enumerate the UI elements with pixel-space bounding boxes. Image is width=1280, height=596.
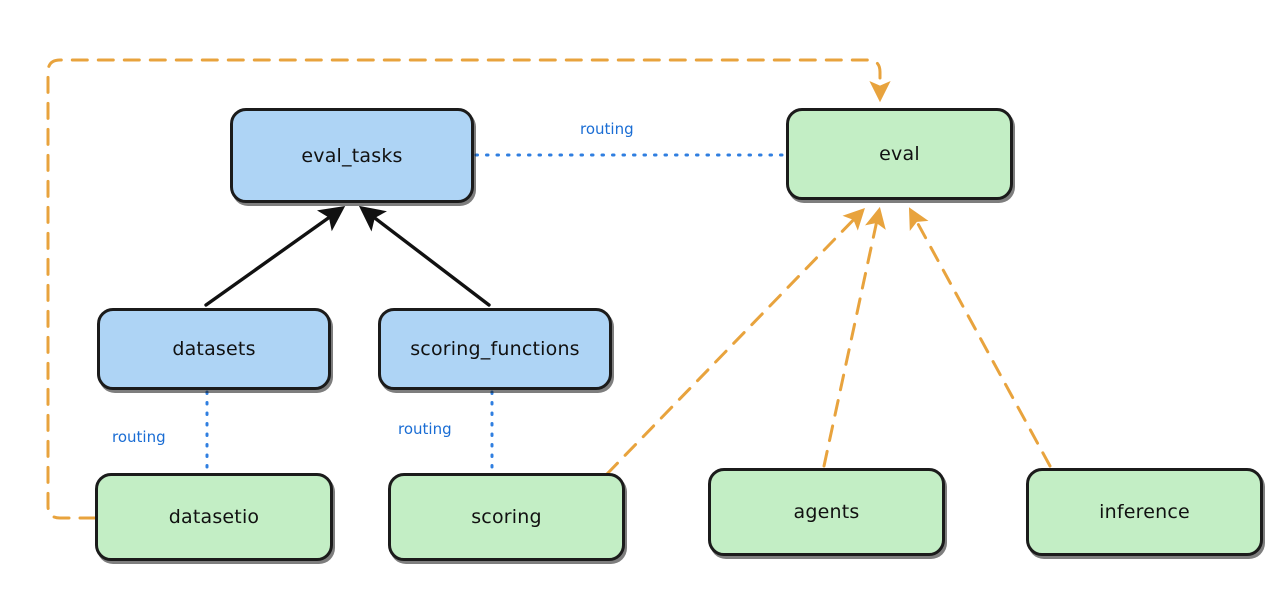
- edge-agents-eval: [822, 206, 886, 468]
- node-scoring[interactable]: scoring: [388, 473, 625, 561]
- node-inference[interactable]: inference: [1026, 468, 1263, 556]
- node-eval[interactable]: eval: [786, 108, 1013, 200]
- node-label: datasets: [172, 338, 256, 360]
- edge-label-routing-eval-tasks-eval: routing: [580, 120, 634, 138]
- node-label: eval: [879, 143, 920, 165]
- node-datasetio[interactable]: datasetio: [95, 473, 333, 561]
- edge-label-routing-scoring-functions-scoring: routing: [398, 420, 452, 438]
- node-label: inference: [1099, 501, 1190, 523]
- edge-label-routing-datasets-datasetio: routing: [112, 428, 166, 446]
- node-datasets[interactable]: datasets: [97, 308, 331, 390]
- node-scoring-functions[interactable]: scoring_functions: [378, 308, 612, 390]
- node-agents[interactable]: agents: [708, 468, 945, 556]
- edge-inference-eval: [908, 207, 1052, 468]
- node-label: scoring_functions: [410, 338, 580, 360]
- edge-scoring-functions-eval-tasks: [358, 205, 491, 307]
- node-label: agents: [793, 501, 860, 523]
- edge-datasets-eval-tasks: [204, 206, 346, 307]
- node-eval-tasks[interactable]: eval_tasks: [230, 108, 474, 203]
- edge-datasetio-eval: [46, 58, 891, 520]
- node-label: datasetio: [168, 506, 260, 528]
- node-label: scoring: [471, 506, 542, 528]
- edge-scoring-eval: [605, 207, 865, 476]
- node-label: eval_tasks: [301, 144, 403, 167]
